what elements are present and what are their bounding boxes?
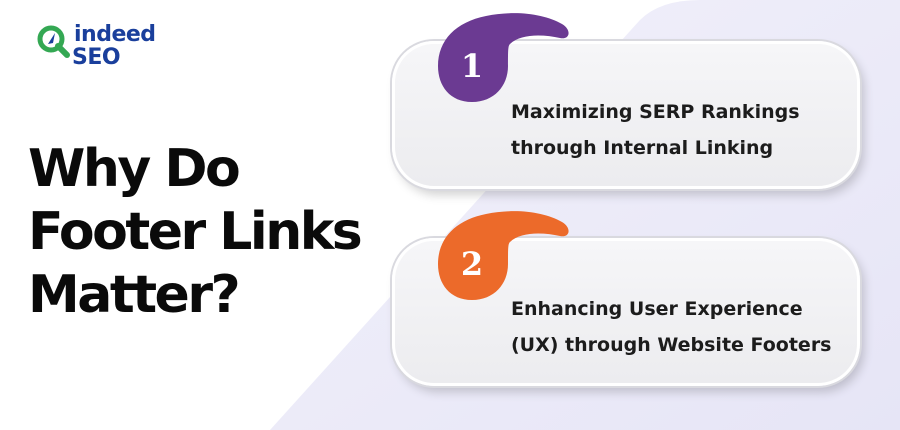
reason-card-1: Maximizing SERP Rankings through Interna… <box>392 41 860 189</box>
reason-card-2-text: Enhancing User Experience (UX) through W… <box>511 291 851 363</box>
reason-1-line-2: through Internal Linking <box>511 137 774 159</box>
title-line-3: Matter? <box>28 265 241 325</box>
reason-2-line-2: (UX) through Website Footers <box>511 334 832 356</box>
indeed-seo-logo: indeed SEO <box>36 20 186 76</box>
title-line-2: Footer Links <box>28 202 363 262</box>
badge-number-2: 2 <box>460 245 484 283</box>
reason-card-1-text: Maximizing SERP Rankings through Interna… <box>511 94 851 166</box>
number-badge-2: 2 <box>436 208 586 318</box>
reason-2-line-1: Enhancing User Experience <box>511 298 803 320</box>
page-title: Why Do Footer Links Matter? <box>28 138 408 327</box>
magnifier-logo-icon <box>37 25 70 58</box>
number-badge-1: 1 <box>436 10 586 120</box>
teardrop-badge-icon <box>438 211 569 300</box>
logo-word-seo: SEO <box>72 45 121 70</box>
logo-word-indeed: indeed <box>74 22 156 47</box>
title-line-1: Why Do <box>28 139 241 199</box>
badge-number-1: 1 <box>460 47 484 85</box>
teardrop-badge-icon <box>438 13 569 102</box>
reason-1-line-1: Maximizing SERP Rankings <box>511 101 800 123</box>
